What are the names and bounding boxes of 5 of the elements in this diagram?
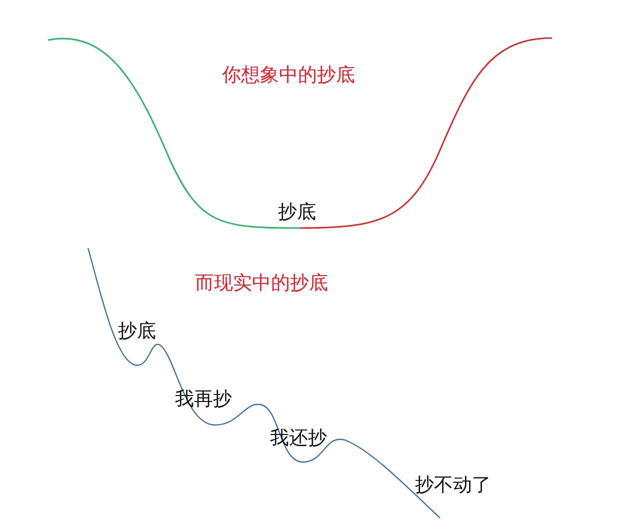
curve-label: 抄不动了 [415,474,491,496]
curve-label: 抄底 [118,320,156,342]
heading: 而现实中的抄底 [195,272,328,294]
curve-label: 抄底 [278,201,316,223]
heading: 你想象中的抄底 [222,64,355,86]
